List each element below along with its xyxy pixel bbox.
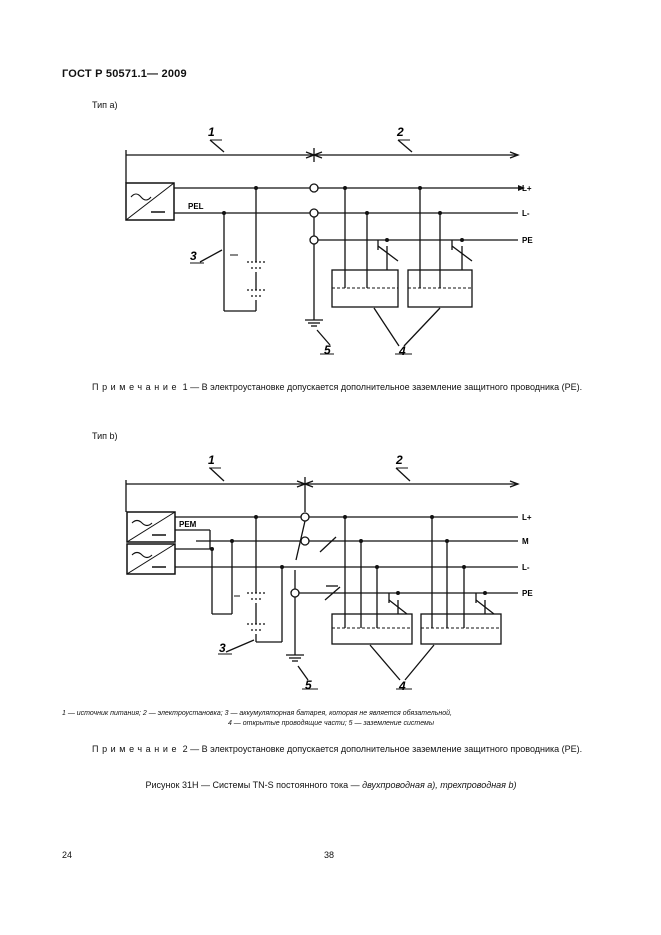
- ref-3-b: 3: [219, 641, 226, 655]
- page-number-center: 38: [324, 850, 335, 860]
- ref-3-a: 3: [190, 249, 197, 263]
- ref-2-a: 2: [396, 125, 404, 139]
- pe-label-b: PE: [522, 589, 533, 598]
- pe-label-a: PE: [522, 236, 533, 245]
- m-label: M: [522, 537, 529, 546]
- figure-caption: Рисунок 31Н — Системы TN-S постоянного т…: [62, 780, 600, 790]
- ref-5-b: 5: [305, 678, 312, 692]
- note-2: Примечание 2 — В электроустановке допуск…: [62, 743, 600, 755]
- note-1: Примечание 1 — В электроустановке допуск…: [62, 381, 600, 393]
- l-minus-label-a: L-: [522, 209, 530, 218]
- caption-main: Рисунок 31Н — Системы TN-S постоянного т…: [145, 780, 363, 790]
- ref-1-b: 1: [208, 453, 215, 467]
- l-minus-label-b: L-: [522, 563, 530, 572]
- note-2-prefix: Примечание: [92, 744, 181, 754]
- figure-legend: 1 — источник питания; 2 — электроустанов…: [62, 709, 600, 729]
- ref-4-a: 4: [398, 344, 406, 358]
- l-plus-label-b: L+: [522, 513, 532, 522]
- ref-2-b: 2: [395, 453, 403, 467]
- page-number-left: 24: [62, 850, 73, 860]
- type-b-label: Тип b): [92, 431, 118, 441]
- note-1-prefix: Примечание: [92, 382, 181, 392]
- pel-label: PEL: [188, 202, 204, 211]
- caption-italic: двухпроводная а), трехпроводная b): [362, 780, 517, 790]
- legend-line-1: 1 — источник питания; 2 — электроустанов…: [62, 710, 452, 717]
- l-plus-label-a: L+: [522, 184, 532, 193]
- ref-5-a: 5: [324, 343, 331, 357]
- ref-4-b: 4: [398, 679, 406, 693]
- ref-1-a: 1: [208, 125, 215, 139]
- note-1-text: 1 — В электроустановке допускается допол…: [180, 382, 583, 392]
- legend-line-2: 4 — открытые проводящие части; 5 — зазем…: [227, 720, 435, 727]
- pem-label: PEM: [179, 520, 197, 529]
- note-2-text: 2 — В электроустановке допускается допол…: [180, 744, 583, 754]
- document-header: ГОСТ Р 50571.1— 2009: [62, 68, 187, 80]
- type-a-label: Тип а): [92, 100, 118, 110]
